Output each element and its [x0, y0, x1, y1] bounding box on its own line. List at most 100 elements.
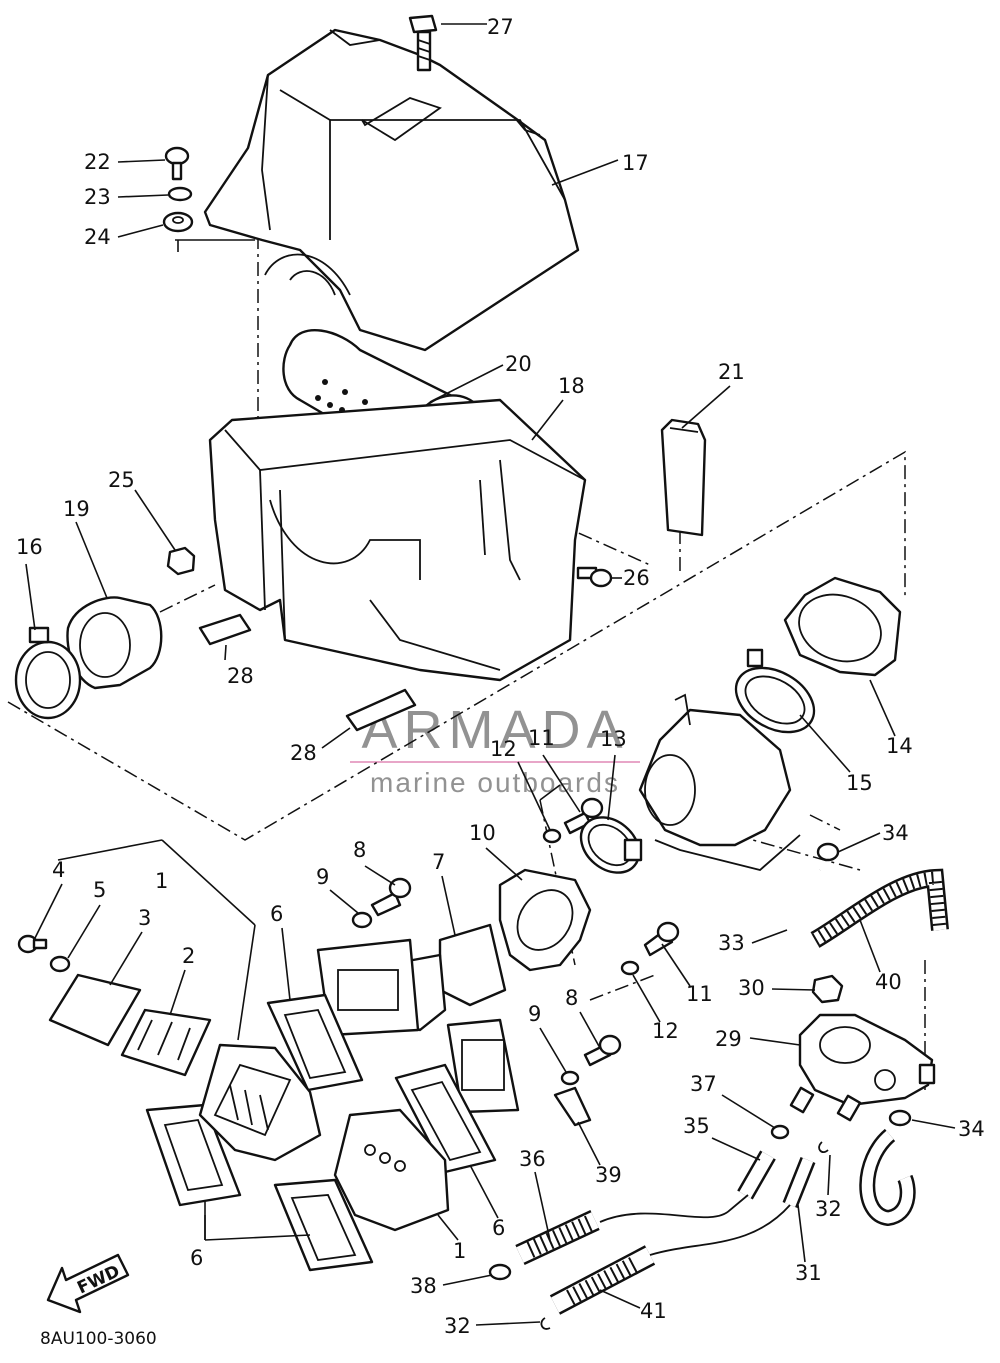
- bolt-27-part[interactable]: [408, 14, 438, 72]
- clip-37-part[interactable]: [770, 1124, 790, 1140]
- clip-32b-part[interactable]: [540, 1317, 551, 1330]
- screw-22-part[interactable]: [164, 146, 190, 181]
- washer-12a-part[interactable]: [542, 828, 562, 844]
- callout-number-c20[interactable]: 20: [505, 352, 532, 376]
- callout-number-c35[interactable]: 35: [683, 1114, 710, 1138]
- callout-number-c18[interactable]: 18: [558, 374, 585, 398]
- callout-number-c26[interactable]: 26: [623, 566, 650, 590]
- clamp-16-part[interactable]: [14, 626, 82, 720]
- fitting-39-part[interactable]: [553, 1086, 592, 1127]
- callout-number-c8a[interactable]: 8: [353, 838, 366, 862]
- callout-number-c6c[interactable]: 6: [190, 1246, 203, 1270]
- callout-number-c36[interactable]: 36: [519, 1147, 546, 1171]
- airbox-cover-part[interactable]: [203, 28, 580, 352]
- clip-34a-part[interactable]: [816, 842, 840, 862]
- callout-number-c32a[interactable]: 32: [815, 1197, 842, 1221]
- callout-number-c34b[interactable]: 34: [958, 1117, 985, 1141]
- gasket-6d-part[interactable]: [273, 1178, 374, 1272]
- callout-number-c1a[interactable]: 1: [155, 869, 168, 893]
- hose-36-part[interactable]: [515, 1210, 600, 1265]
- bolt-11b-part[interactable]: [643, 921, 680, 957]
- callout-number-c41[interactable]: 41: [640, 1299, 667, 1323]
- callout-number-c28a[interactable]: 28: [227, 664, 254, 688]
- callout-number-c5[interactable]: 5: [93, 878, 106, 902]
- callout-number-c27[interactable]: 27: [487, 15, 514, 39]
- screw-4-part[interactable]: [17, 934, 48, 954]
- duct-19-part[interactable]: [66, 596, 163, 690]
- nut-30-part[interactable]: [811, 974, 844, 1004]
- reed-petal-2-part[interactable]: [120, 1008, 212, 1077]
- washer-9a-part[interactable]: [351, 911, 373, 929]
- callout-number-c28b[interactable]: 28: [290, 741, 317, 765]
- airbox-base-part[interactable]: [208, 398, 587, 682]
- callout-number-c4[interactable]: 4: [52, 858, 65, 882]
- callout-number-c6a[interactable]: 6: [270, 902, 283, 926]
- callout-number-c31[interactable]: 31: [795, 1261, 822, 1285]
- hose-31-part[interactable]: [782, 1157, 816, 1208]
- callout-number-c21[interactable]: 21: [718, 360, 745, 384]
- callout-number-c2[interactable]: 2: [182, 944, 195, 968]
- reed-valve-1b-part[interactable]: [333, 1108, 450, 1232]
- callout-number-c11b[interactable]: 11: [686, 982, 713, 1006]
- washer-9b-part[interactable]: [560, 1070, 580, 1086]
- strip-28b-part[interactable]: [345, 688, 417, 732]
- washer-23-part[interactable]: [167, 186, 193, 202]
- callout-number-c9a[interactable]: 9: [316, 865, 329, 889]
- callout-number-c25[interactable]: 25: [108, 468, 135, 492]
- hose-40-part[interactable]: [810, 868, 949, 948]
- hose-35-part[interactable]: [737, 1150, 776, 1200]
- bolt-8b-part[interactable]: [583, 1034, 622, 1067]
- callout-number-c38[interactable]: 38: [410, 1274, 437, 1298]
- carb-joint-10-part[interactable]: [498, 868, 592, 972]
- callout-number-c37[interactable]: 37: [690, 1072, 717, 1096]
- callout-number-c24[interactable]: 24: [84, 225, 111, 249]
- gasket-6c-part[interactable]: [145, 1103, 242, 1207]
- clamp-13-part[interactable]: [570, 806, 650, 884]
- callout-number-c12b[interactable]: 12: [652, 1019, 679, 1043]
- callout-number-c13[interactable]: 13: [600, 727, 627, 751]
- callout-number-c32b[interactable]: 32: [444, 1314, 471, 1338]
- callout-number-c39[interactable]: 39: [595, 1163, 622, 1187]
- carburetor-body-part[interactable]: [638, 693, 801, 871]
- callout-number-c19[interactable]: 19: [63, 497, 90, 521]
- reed-stopper-3-part[interactable]: [48, 973, 142, 1047]
- callout-number-c23[interactable]: 23: [84, 185, 111, 209]
- callout-number-c1b[interactable]: 1: [453, 1239, 466, 1263]
- callout-number-c3[interactable]: 3: [138, 906, 151, 930]
- callout-number-c29[interactable]: 29: [715, 1027, 742, 1051]
- adapter-14-part[interactable]: [783, 576, 902, 677]
- callout-number-c16[interactable]: 16: [16, 535, 43, 559]
- manifold-7-part[interactable]: [316, 923, 520, 1114]
- callout-number-c22[interactable]: 22: [84, 150, 111, 174]
- reed-valve-1a-part[interactable]: [198, 1043, 322, 1162]
- callout-number-c6b[interactable]: 6: [492, 1216, 505, 1240]
- callout-number-c30[interactable]: 30: [738, 976, 765, 1000]
- screw-26-part[interactable]: [576, 566, 613, 588]
- pad-21-part[interactable]: [660, 418, 707, 537]
- callout-number-c12a[interactable]: 12: [490, 737, 517, 761]
- callout-number-c33[interactable]: 33: [718, 931, 745, 955]
- bolt-8a-part[interactable]: [370, 877, 412, 917]
- callout-number-c7[interactable]: 7: [432, 850, 445, 874]
- clip-38-part[interactable]: [488, 1263, 512, 1281]
- washer-12b-part[interactable]: [620, 960, 640, 976]
- bolt-11a-part[interactable]: [563, 797, 604, 835]
- callout-number-c11a[interactable]: 11: [528, 726, 555, 750]
- callout-number-c34a[interactable]: 34: [882, 821, 909, 845]
- callout-number-c15[interactable]: 15: [846, 771, 873, 795]
- gasket-6a-part[interactable]: [266, 993, 364, 1092]
- fuel-pump-29-part[interactable]: [789, 1013, 936, 1122]
- grommet-24-part[interactable]: [162, 211, 194, 233]
- callout-number-c9b[interactable]: 9: [528, 1002, 541, 1026]
- callout-number-c40[interactable]: 40: [875, 970, 902, 994]
- washer-5-part[interactable]: [49, 955, 71, 973]
- clamp-15-part[interactable]: [725, 648, 826, 745]
- hose-41-part[interactable]: [549, 1245, 656, 1315]
- strip-28a-part[interactable]: [198, 613, 252, 646]
- nut-25-part[interactable]: [166, 546, 196, 576]
- callout-number-c14[interactable]: 14: [886, 734, 913, 758]
- loop-hose-part[interactable]: [859, 1128, 916, 1227]
- clip-32a-part[interactable]: [818, 1141, 829, 1154]
- callout-number-c17[interactable]: 17: [622, 151, 649, 175]
- callout-number-c8b[interactable]: 8: [565, 986, 578, 1010]
